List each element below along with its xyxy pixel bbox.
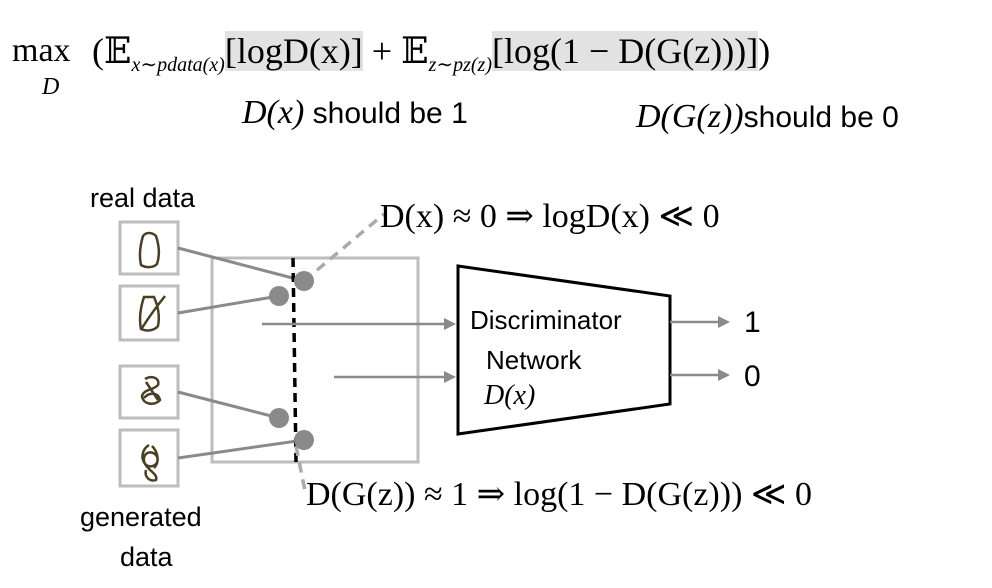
real-sample-box-2 bbox=[118, 284, 180, 342]
real-note: D(x) should be 1 bbox=[242, 94, 468, 132]
real-sketch-1 bbox=[138, 231, 161, 269]
max-operator: max D bbox=[12, 32, 82, 100]
expectation-z: 𝔼 bbox=[401, 31, 429, 71]
generated-connector-2 bbox=[177, 438, 305, 460]
generated-data-label-line2: data bbox=[120, 542, 173, 572]
real-point-2 bbox=[269, 286, 289, 306]
generated-sample-box-2 bbox=[118, 428, 180, 488]
network-label-line2: Network bbox=[486, 345, 582, 375]
input-arrow-1-head bbox=[444, 318, 456, 330]
real-connector-2 bbox=[177, 294, 280, 315]
discriminator-network-shape bbox=[456, 264, 672, 436]
real-point-1 bbox=[294, 271, 314, 291]
plus-sign: + bbox=[371, 31, 393, 71]
real-note-math: D(x) bbox=[242, 94, 305, 131]
output-zero-label: 0 bbox=[744, 360, 761, 393]
formula-body: (𝔼x∼pdata(x)[logD(x)] + 𝔼z∼pz(z)[log(1 −… bbox=[92, 30, 770, 77]
fake-note-math: D(G(z)) bbox=[636, 98, 744, 135]
max-subscript: D bbox=[42, 74, 60, 100]
real-connector-1 bbox=[177, 246, 305, 283]
generated-sample-box-1 bbox=[118, 364, 180, 420]
generated-data-label-line1: generated bbox=[80, 502, 202, 532]
generated-sketch-1 bbox=[140, 376, 162, 405]
top-equation: D(x) ≈ 0 ⇒ logD(x) ≪ 0 bbox=[380, 198, 720, 235]
generated-point-2 bbox=[294, 430, 314, 450]
real-data-label: real data bbox=[90, 183, 196, 213]
expectation-z-subscript: z∼pz(z) bbox=[428, 54, 492, 76]
real-term-highlight: [logD(x)] bbox=[224, 31, 363, 71]
bottom-equation: D(G(z)) ≈ 1 ⇒ log(1 − D(G(z))) ≪ 0 bbox=[306, 476, 812, 513]
fake-note-text: should be 0 bbox=[743, 101, 899, 134]
real-note-text: should be 1 bbox=[304, 97, 468, 130]
close-paren: ) bbox=[758, 31, 771, 71]
decision-boundary bbox=[291, 257, 298, 463]
expectation-x-subscript: x∼pdata(x) bbox=[131, 54, 225, 76]
objective-formula: max D (𝔼x∼pdata(x)[logD(x)] + 𝔼z∼pz(z)[l… bbox=[6, 26, 986, 100]
real-sample-box-1 bbox=[118, 220, 180, 276]
output-arrow-2-head bbox=[718, 369, 730, 381]
top-callout-line bbox=[302, 212, 386, 283]
expectation-x: 𝔼 bbox=[104, 31, 132, 71]
input-arrow-2-head bbox=[444, 371, 456, 383]
bottom-callout-line bbox=[294, 445, 308, 497]
generated-point-1 bbox=[269, 408, 289, 428]
open-paren: ( bbox=[92, 31, 104, 71]
generated-sketch-2 bbox=[141, 443, 159, 482]
real-sketch-2 bbox=[138, 295, 166, 332]
network-label-line3: D(x) bbox=[484, 380, 536, 411]
network-label-line1: Discriminator bbox=[470, 305, 622, 335]
max-word: max bbox=[12, 32, 71, 69]
decision-space-box bbox=[210, 256, 420, 464]
output-arrow-1-head bbox=[718, 316, 730, 328]
fake-note: D(G(z))should be 0 bbox=[636, 98, 899, 136]
fake-term-highlight: [log(1 − D(G(z)))] bbox=[492, 31, 759, 71]
output-one-label: 1 bbox=[744, 306, 761, 339]
generated-connector-1 bbox=[177, 390, 280, 420]
